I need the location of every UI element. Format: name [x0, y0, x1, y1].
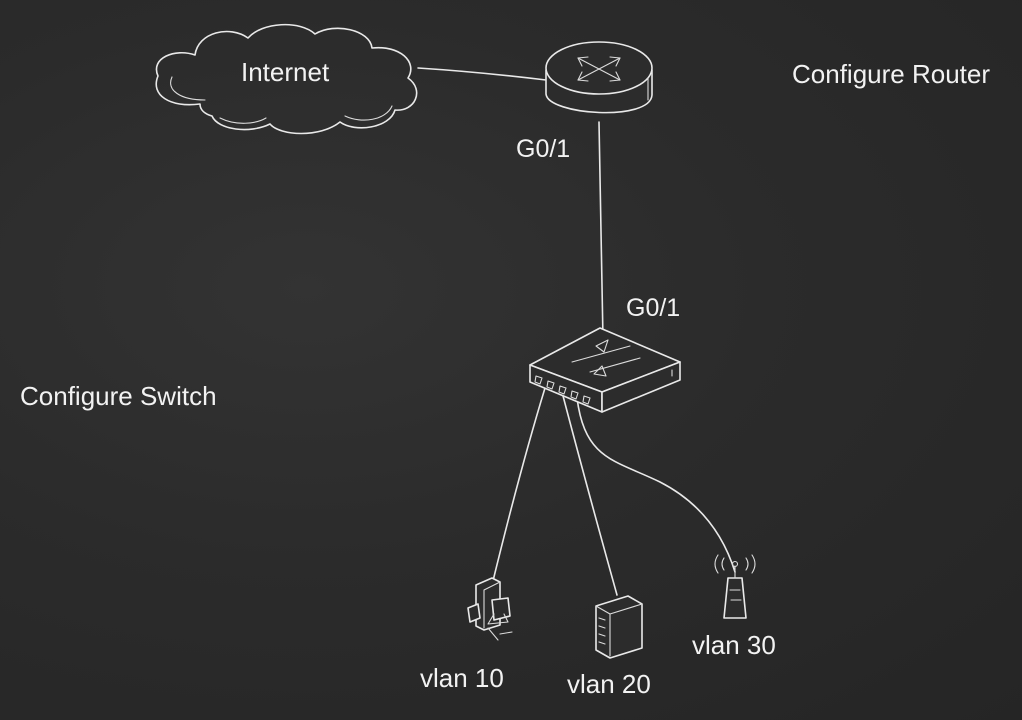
link-internet-router	[417, 67, 547, 81]
link-router-switch	[598, 121, 604, 341]
internet-label: Internet	[241, 57, 330, 87]
link-switch-pc	[491, 387, 546, 586]
link-switch-ap	[576, 397, 736, 573]
configure-switch-note: Configure Switch	[20, 381, 217, 411]
wireless-access-point-icon	[714, 554, 756, 619]
pc-vlan-label: vlan 10	[420, 663, 504, 693]
computer-icon	[467, 577, 513, 641]
router-icon	[545, 41, 653, 114]
server-icon	[595, 595, 643, 659]
switch-port-label: G0/1	[626, 294, 681, 322]
router-port-label: G0/1	[516, 135, 571, 163]
server-vlan-label: vlan 20	[567, 669, 651, 699]
link-switch-server	[561, 391, 618, 596]
configure-router-note: Configure Router	[792, 59, 990, 89]
ap-vlan-label: vlan 30	[692, 630, 776, 660]
switch-icon	[529, 327, 681, 413]
cloud-icon	[155, 23, 418, 135]
